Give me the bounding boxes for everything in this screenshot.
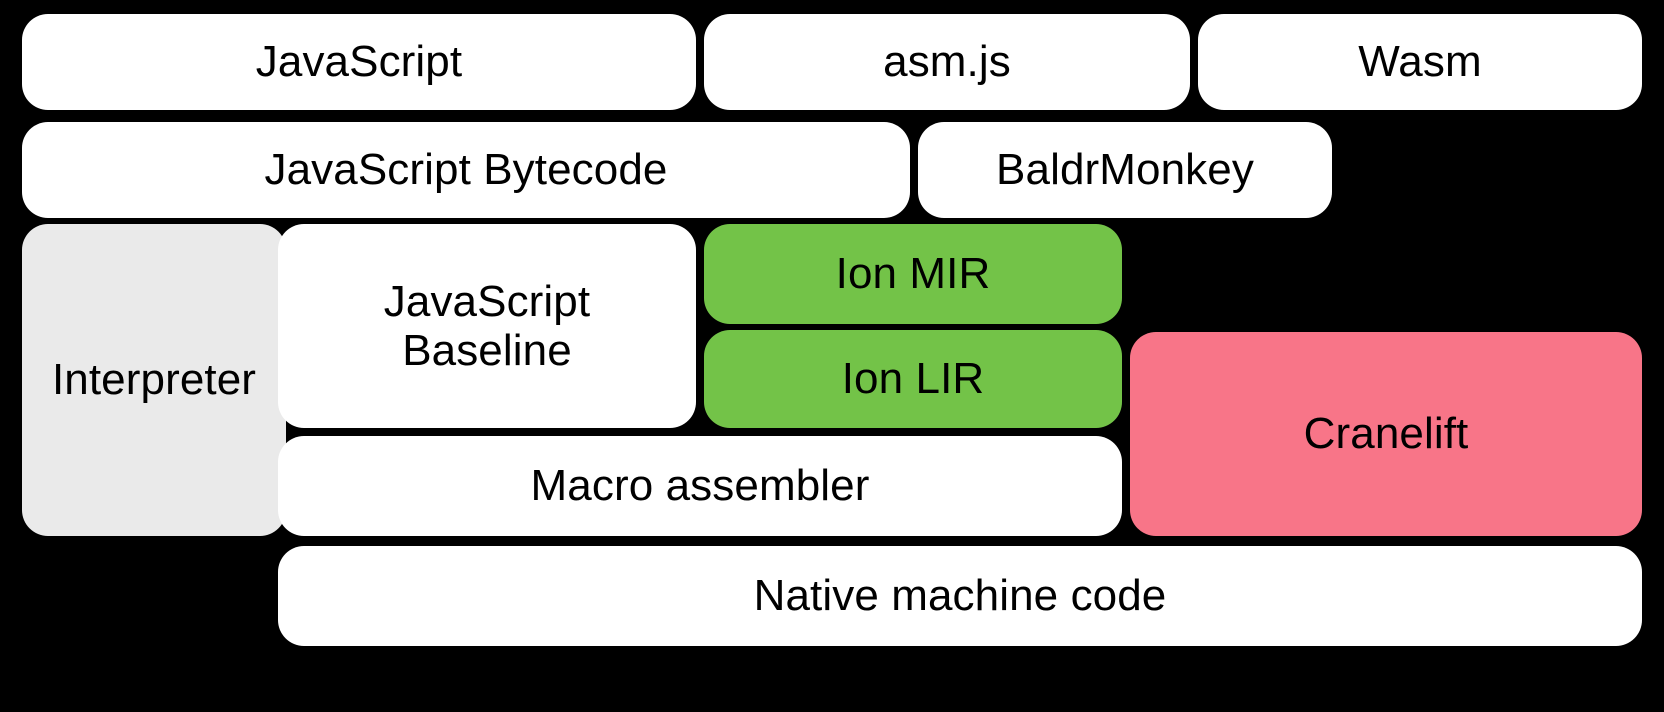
node-asm-js[interactable]: asm.js xyxy=(704,14,1190,110)
node-ion-mir[interactable]: Ion MIR xyxy=(704,224,1122,324)
node-interpreter[interactable]: Interpreter xyxy=(22,224,286,536)
node-javascript[interactable]: JavaScript xyxy=(22,14,696,110)
node-javascript-bytecode[interactable]: JavaScript Bytecode xyxy=(22,122,910,218)
node-baldrmonkey[interactable]: BaldrMonkey xyxy=(918,122,1332,218)
node-cranelift[interactable]: Cranelift xyxy=(1130,332,1642,536)
node-javascript-baseline[interactable]: JavaScript Baseline xyxy=(278,224,696,428)
node-native-machine-code[interactable]: Native machine code xyxy=(278,546,1642,646)
node-wasm[interactable]: Wasm xyxy=(1198,14,1642,110)
node-macro-assembler[interactable]: Macro assembler xyxy=(278,436,1122,536)
node-ion-lir[interactable]: Ion LIR xyxy=(704,330,1122,428)
